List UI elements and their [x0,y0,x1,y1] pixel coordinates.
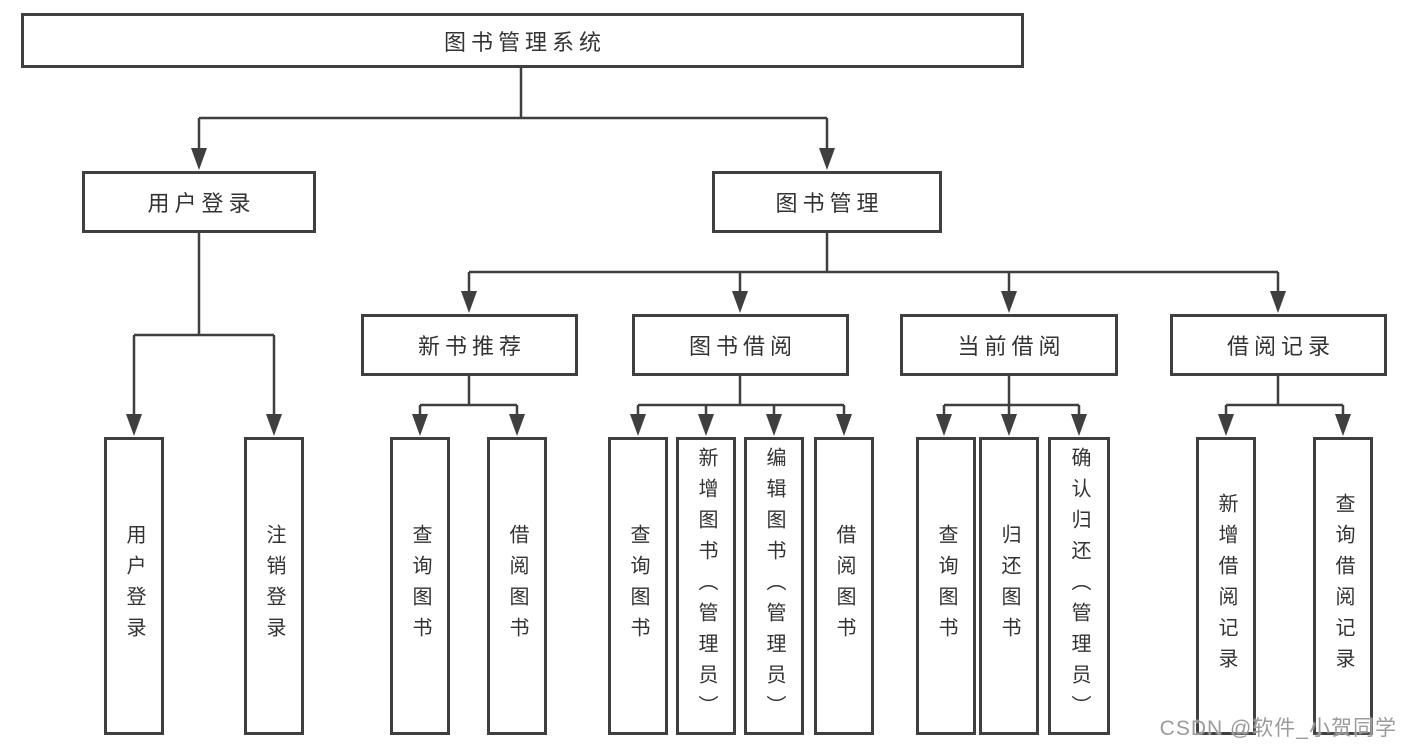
leaf-query-books-borrow: 查询图书 [608,437,668,735]
node-label: 图书管理 [775,191,884,216]
node-new-book-recommend: 新书推荐 [361,314,578,376]
node-label: 用户登录 [147,191,256,216]
leaf-user-login: 用户登录 [104,437,164,735]
leaf-label: 查询图书 [935,524,957,648]
leaf-query-borrow-record: 查询借阅记录 [1313,437,1373,735]
leaf-add-book-admin: 新增图书（管理员） [676,437,736,735]
node-user-login: 用户登录 [82,171,316,233]
leaf-label: 新增图书（管理员） [695,446,717,726]
node-label: 图书借阅 [688,334,797,359]
leaf-logout: 注销登录 [244,437,304,735]
leaf-label: 查询图书 [409,524,431,648]
node-library-system: 图书管理系统 [21,13,1024,68]
leaf-return-book: 归还图书 [979,437,1039,735]
node-current-borrow: 当前借阅 [900,314,1118,376]
node-label: 借阅记录 [1226,334,1335,359]
leaf-label: 确认归还（管理员） [1068,446,1090,726]
leaf-query-books-current: 查询图书 [916,437,976,735]
leaf-label: 编辑图书（管理员） [763,446,785,726]
node-borrow-record: 借阅记录 [1170,314,1387,376]
leaf-borrow-books: 借阅图书 [814,437,874,735]
node-book-management: 图书管理 [712,171,942,233]
leaf-label: 用户登录 [123,524,145,648]
node-label: 图书管理系统 [443,29,606,55]
node-book-borrow: 图书借阅 [632,314,849,376]
leaf-label: 新增借阅记录 [1215,493,1237,679]
leaf-label: 归还图书 [998,524,1020,648]
leaf-confirm-return-admin: 确认归还（管理员） [1048,437,1110,735]
leaf-borrow-books-recommend: 借阅图书 [487,437,547,735]
leaf-edit-book-admin: 编辑图书（管理员） [744,437,804,735]
leaf-label: 查询图书 [627,524,649,648]
leaf-query-books-recommend: 查询图书 [390,437,450,735]
node-label: 新书推荐 [417,334,526,359]
node-label: 当前借阅 [957,334,1066,359]
leaf-label: 查询借阅记录 [1332,493,1354,679]
arrowheads [126,148,1351,436]
leaf-label: 借阅图书 [833,524,855,648]
leaf-label: 借阅图书 [506,524,528,648]
leaf-add-borrow-record: 新增借阅记录 [1196,437,1256,735]
leaf-label: 注销登录 [263,524,285,648]
